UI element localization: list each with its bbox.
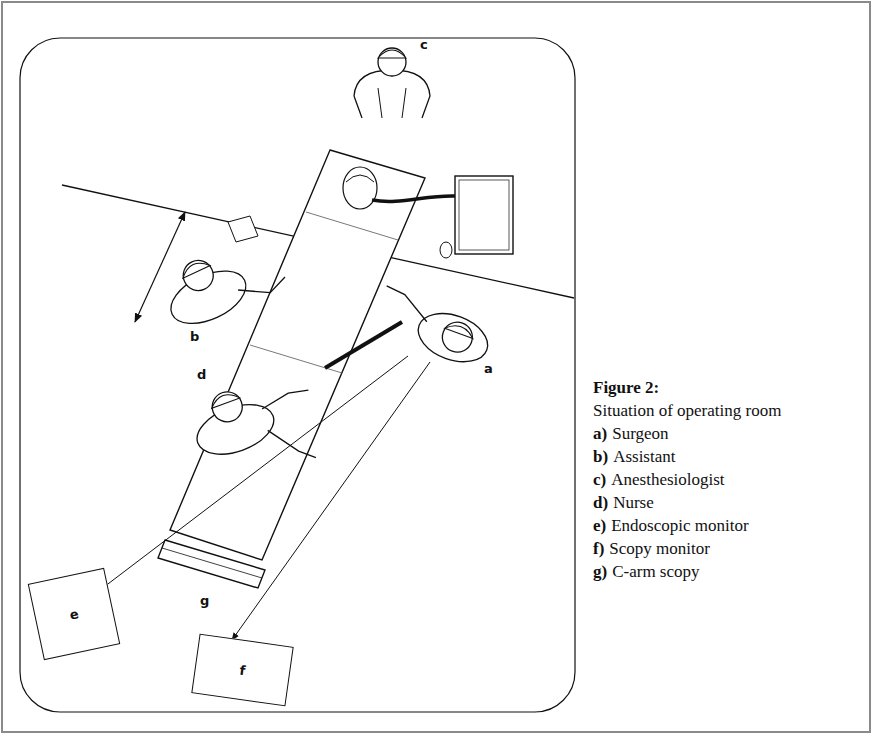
patient-head (343, 167, 377, 209)
c-arm-rail (158, 540, 265, 588)
key-row: b) Assistant (593, 445, 781, 468)
sight-line (100, 356, 408, 590)
key-row: e) Endoscopic monitor (593, 514, 781, 537)
endoscopic-monitor: e (28, 568, 121, 661)
table-seam (250, 345, 342, 373)
key-letter: b) (593, 447, 608, 466)
key-row: f) Scopy monitor (593, 537, 781, 560)
monitor-letter: e (68, 607, 79, 622)
c-arm-rail (162, 548, 262, 578)
key-letter: g) (593, 562, 607, 581)
endoscope (325, 322, 402, 368)
breathing-tube (372, 196, 455, 201)
key-letter: e) (593, 516, 606, 535)
key-letter: f) (593, 539, 604, 558)
callout-letter: g (200, 594, 209, 607)
callout-letter: c (420, 38, 428, 51)
key-text: Assistant (613, 447, 675, 466)
assistant-figure (156, 229, 289, 334)
key-text: Endoscopic monitor (611, 516, 748, 535)
figure-caption: Figure 2:Situation of operating room a) Su… (593, 376, 781, 583)
key-text: Nurse (613, 493, 654, 512)
patient-hair (346, 175, 374, 182)
small-device (440, 242, 452, 258)
caption-text: Situation of operating room (593, 399, 781, 422)
key-text: Surgeon (612, 424, 668, 443)
key-row: a) Surgeon (593, 422, 781, 445)
key-row: c) Anesthesiologist (593, 468, 781, 491)
nurse-figure (184, 365, 330, 494)
table-seam (306, 212, 398, 240)
figure-title: Figure 2: (593, 376, 781, 399)
callout-letter: d (197, 368, 206, 381)
callout-letter: a (484, 362, 493, 375)
scopy-monitor: f (191, 634, 293, 707)
key-text: C-arm scopy (612, 562, 699, 581)
illustration-frame (20, 38, 575, 712)
anesthesiologist-figure (354, 48, 430, 118)
anesthesia-machine (455, 176, 513, 254)
key-row: d) Nurse (593, 491, 781, 514)
key-letter: a) (593, 424, 607, 443)
anesthesia-machine (459, 180, 509, 250)
instrument-tray (228, 216, 258, 242)
key-row: g) C-arm scopy (593, 560, 781, 583)
operating-table (170, 150, 425, 560)
sight-line (232, 362, 430, 640)
key-text: Anesthesiologist (611, 470, 724, 489)
key-letter: c) (593, 470, 606, 489)
monitor-letter: f (239, 663, 246, 677)
key-text: Scopy monitor (609, 539, 710, 558)
key-letter: d) (593, 493, 608, 512)
callout-letter: b (190, 330, 199, 343)
